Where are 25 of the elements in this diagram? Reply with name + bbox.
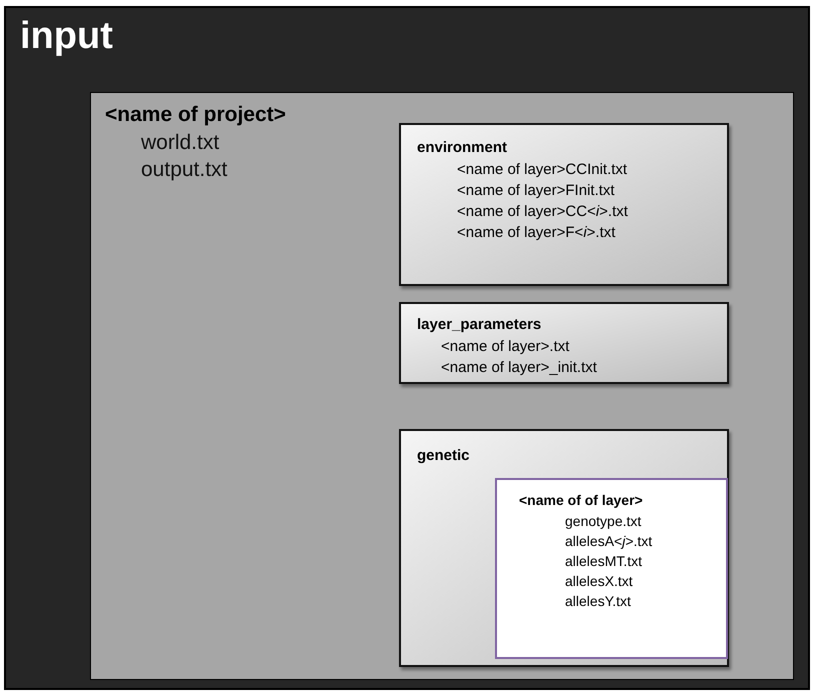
folder-panel [4, 6, 810, 690]
file-name: allelesY.txt [565, 593, 631, 609]
file-name: <name of layer>FInit.txt [457, 182, 615, 199]
folder-name: <name of of layer> [519, 492, 643, 508]
file-name: genotype.txt [565, 513, 642, 529]
file-name: <name of layer>.txt [441, 338, 570, 355]
folder-name: environment [417, 139, 508, 156]
file-name: allelesMT.txt [565, 553, 642, 569]
file-name: allelesX.txt [565, 573, 633, 589]
file-name: <name of layer>CCInit.txt [457, 161, 628, 178]
folder-name: genetic [417, 447, 470, 464]
folder-name: input [20, 15, 113, 57]
folder-box [495, 478, 728, 659]
folder-box [399, 302, 729, 384]
file-name: <name of layer>_init.txt [441, 359, 597, 376]
folder-name: <name of project> [105, 103, 286, 126]
folder-box [399, 123, 729, 286]
folder-name: layer_parameters [417, 316, 542, 333]
file-name: allelesA<j>.txt [565, 533, 652, 549]
file-name: output.txt [141, 158, 228, 181]
file-name: <name of layer>CC<i>.txt [457, 203, 628, 220]
file-name: world.txt [141, 131, 220, 154]
folder-box [399, 429, 729, 667]
folder-box [90, 92, 794, 680]
file-name: <name of layer>F<i>.txt [457, 224, 616, 241]
